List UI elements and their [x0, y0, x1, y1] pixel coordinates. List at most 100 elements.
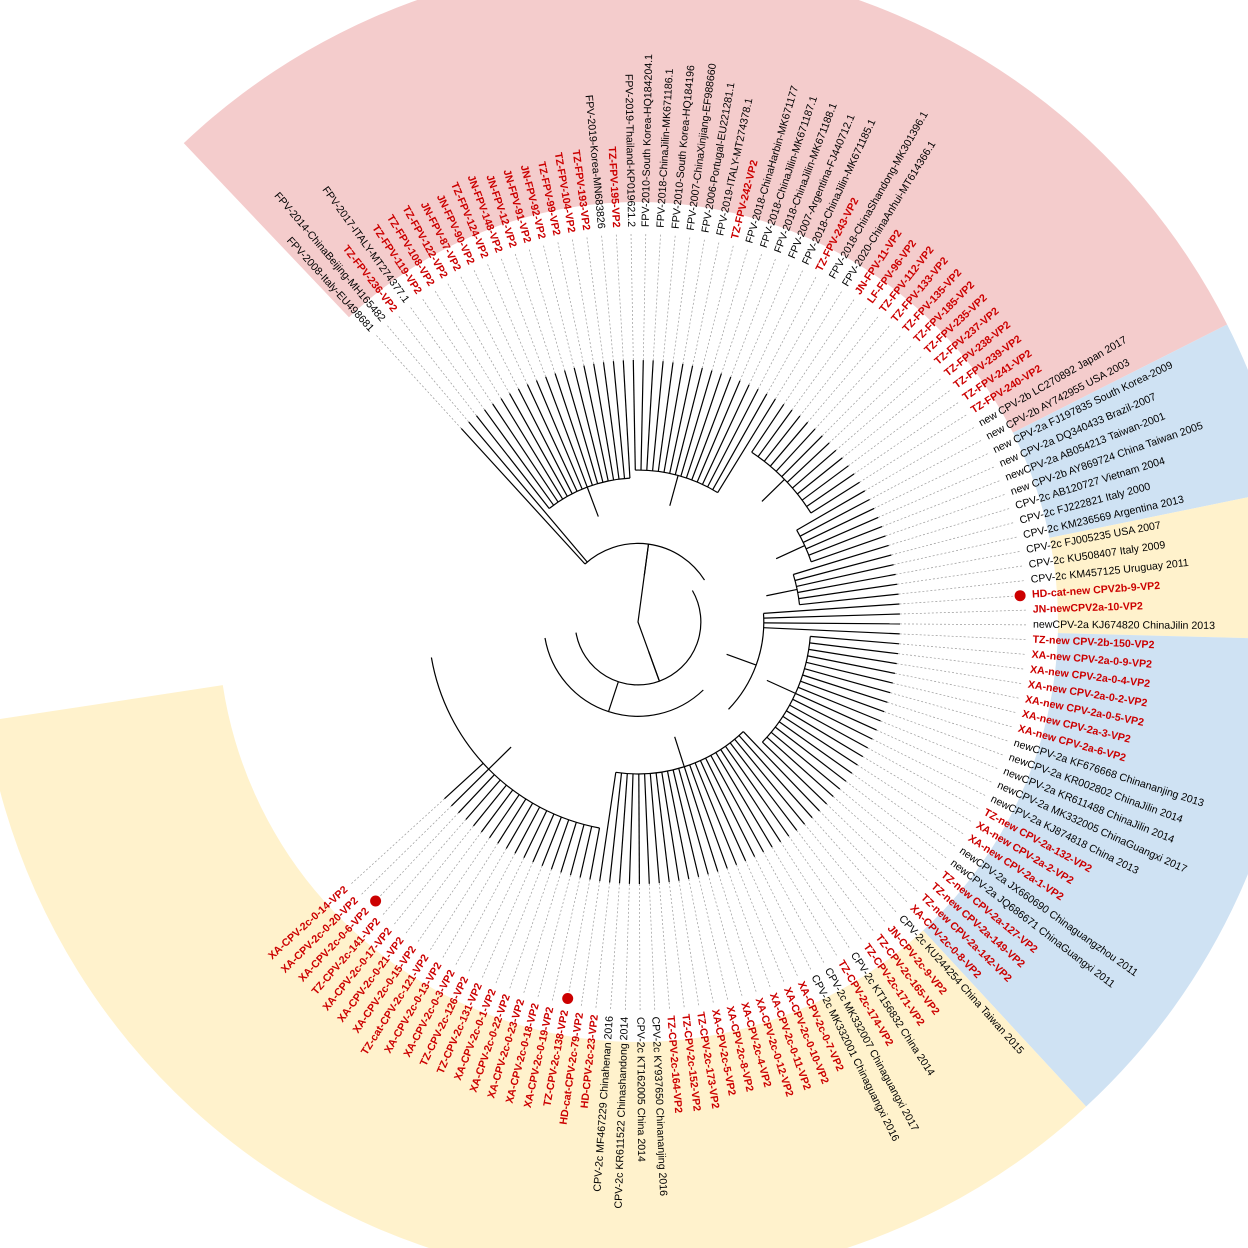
tip-branch: [523, 810, 548, 859]
tip-branch: [712, 393, 768, 490]
tip-branch: [460, 428, 586, 565]
newcpv-clade-arc: [728, 613, 765, 710]
tip-branch: [805, 516, 879, 550]
tip-branch: [655, 772, 670, 883]
leaf-guide: [839, 788, 938, 871]
leaf-guide: [780, 841, 850, 949]
tip-branch: [696, 380, 741, 483]
tip-branch: [800, 680, 885, 713]
leaf-guide: [775, 290, 843, 400]
tip-branch: [663, 363, 684, 473]
leaf-guide: [869, 439, 982, 500]
tip-branch: [526, 384, 578, 492]
leaf-guide: [386, 324, 470, 423]
fpv-subclade-terminal-arc: [751, 451, 812, 514]
cpv2c-clade-stem: [607, 681, 619, 712]
tip-branch: [489, 794, 520, 839]
leaf-label: newCPV-2a KJ674820 ChinaJilin 2013: [1033, 619, 1215, 632]
leaf-guide: [375, 334, 462, 429]
leaf-guide: [652, 233, 661, 361]
fpv-subclade-ref-stem: [669, 475, 679, 506]
leaf-guide: [586, 236, 604, 363]
leaf-guide: [804, 823, 886, 923]
tip-branch: [694, 762, 738, 866]
tip-branch: [807, 655, 896, 674]
leaf-guide: [595, 882, 610, 1009]
leaf-guide: [630, 233, 634, 361]
tip-branch: [808, 526, 883, 556]
tip-branch: [666, 770, 690, 880]
newcpv-ref-clade-stem: [775, 545, 805, 560]
tip-branch: [628, 773, 634, 884]
tip-branch: [505, 802, 534, 849]
tip-branch: [638, 773, 641, 885]
leaf-label: TZ-new CPV-2b-150-VP2: [1032, 634, 1154, 652]
leaf-label: TZ-FPV-195-VP2: [606, 146, 623, 228]
leaf-guide: [822, 345, 912, 437]
leaf-guide: [460, 275, 519, 390]
tip-branch: [573, 367, 604, 483]
tip-branch: [476, 415, 550, 509]
tip-branch: [775, 428, 816, 472]
leaf-guide: [468, 857, 525, 973]
tip-branch: [701, 384, 750, 485]
leaf-guide: [892, 682, 1017, 714]
tip-branch: [458, 774, 495, 814]
leaf-guide: [688, 878, 714, 1004]
leaf-guide: [421, 298, 493, 405]
leaf-guide: [682, 238, 705, 364]
leaf-guide: [897, 565, 1023, 585]
leaf-guide: [899, 623, 1028, 626]
leaf-guide: [371, 812, 459, 906]
leaf-guide: [867, 747, 980, 810]
leaf-guide: [853, 401, 960, 475]
leaf-guide: [447, 282, 510, 394]
leaf-label: FPV-2019-Thailand-KP019621.2: [622, 74, 637, 227]
tip-branch: [517, 388, 573, 495]
tip-branch: [763, 613, 900, 619]
leaf-guide: [811, 817, 897, 913]
tip-branch: [792, 449, 837, 489]
cpv2c-ref-clade-stem: [766, 588, 798, 597]
tip-branch: [796, 457, 843, 495]
leaf-guide: [745, 860, 799, 977]
leaf-guide: [624, 883, 630, 1011]
tip-branch: [801, 465, 849, 501]
leaf-guide: [766, 283, 830, 395]
leaf-guide: [678, 880, 700, 1007]
fpv-band: [183, 0, 1228, 433]
leaf-guide: [845, 781, 948, 859]
leaf-guide: [730, 258, 777, 378]
leaf-guide: [757, 276, 817, 390]
leaf-guide: [701, 244, 734, 369]
leaf-guide: [799, 315, 879, 417]
leaf-guide: [748, 269, 804, 385]
tip-branch: [742, 731, 820, 812]
tip-branch: [794, 554, 892, 582]
tip-branch: [725, 745, 790, 837]
tip-branch: [707, 388, 759, 488]
leaf-guide: [899, 594, 1027, 605]
leaf-guide: [409, 306, 485, 410]
tip-branch: [811, 535, 886, 563]
newcpv-clade-stem: [726, 653, 757, 666]
leaf-guide: [721, 253, 763, 374]
leaf-guide: [851, 773, 956, 847]
leaf-guide: [864, 426, 975, 492]
tip-branch: [657, 362, 674, 472]
tip-branch: [738, 735, 813, 819]
leaf-guide: [711, 248, 749, 371]
tip-branch: [793, 544, 889, 576]
leaf-guide: [826, 803, 919, 893]
tip-branch: [480, 789, 514, 833]
tip-branch: [804, 668, 891, 694]
leaf-guide: [828, 355, 923, 444]
leaf-guide-lines: [350, 233, 1028, 1012]
tip-branch: [802, 674, 888, 703]
leaf-guide: [899, 643, 1026, 655]
tip-branch: [685, 373, 722, 479]
leaf-guide: [878, 466, 995, 518]
tip-branch: [689, 764, 728, 869]
